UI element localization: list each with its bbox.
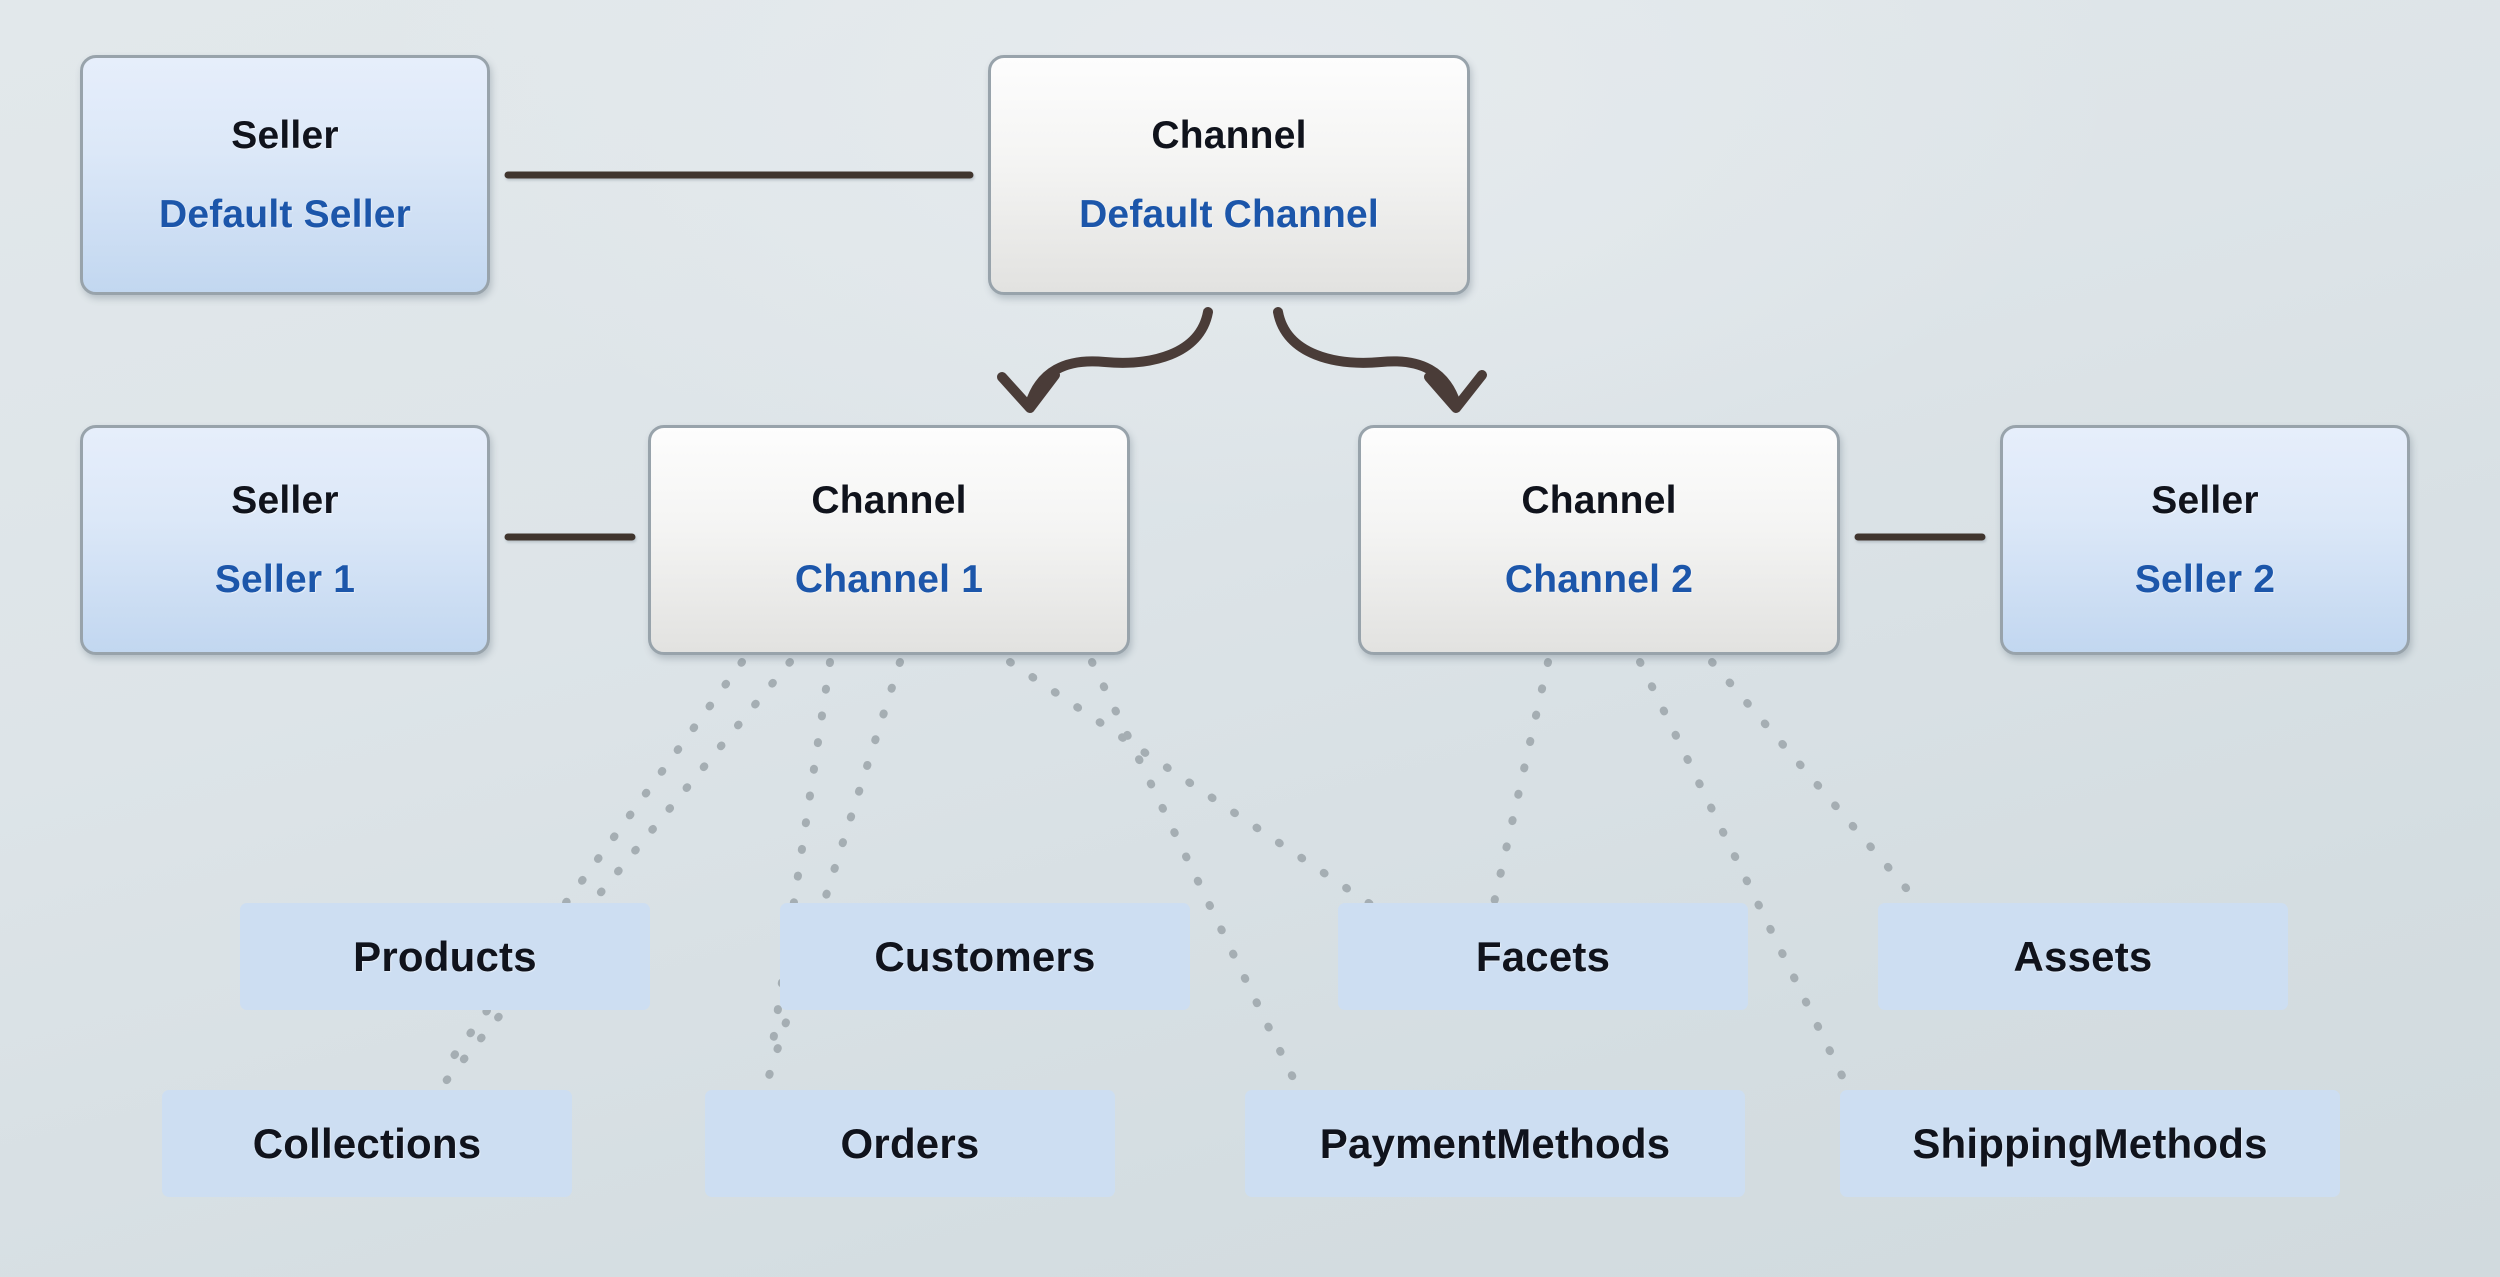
dotted-channel2-facets (1488, 658, 1552, 916)
arrow-head-channel-2 (1424, 370, 1487, 413)
entity-name-label: Default Seller (158, 193, 412, 236)
arrow-default-channel-to-channel-1 (1025, 307, 1213, 409)
entity-name-label: Channel 1 (794, 558, 984, 601)
entity-chip-facets[interactable]: Facets (1338, 903, 1748, 1010)
entity-chip-orders[interactable]: Orders (705, 1090, 1115, 1197)
dotted-channel2-assets (1708, 658, 1922, 906)
entity-type-label: Seller (231, 479, 339, 522)
arrow-head-channel-1 (997, 370, 1060, 413)
entity-name-label: Seller 2 (2134, 558, 2276, 601)
entity-type-label: Channel (1151, 114, 1307, 157)
entity-chip-assets[interactable]: Assets (1878, 903, 2288, 1010)
dotted-channel1-payment (1088, 658, 1302, 1092)
arrow-default-channel-to-channel-2 (1273, 307, 1461, 409)
entity-name-label: Seller 1 (214, 558, 356, 601)
dotted-channel1-collections (428, 658, 794, 1102)
dotted-channel1-orders (758, 658, 904, 1102)
entity-chip-shippingmethods[interactable]: ShippingMethods (1840, 1090, 2340, 1197)
entity-type-label: Seller (2151, 479, 2259, 522)
dotted-channel2-shipping (1636, 658, 1852, 1092)
entity-chip-customers[interactable]: Customers (780, 903, 1190, 1010)
entity-type-label: Channel (811, 479, 967, 522)
entity-name-label: Default Channel (1079, 193, 1379, 236)
entity-name-label: Channel 2 (1504, 558, 1694, 601)
entity-chip-products[interactable]: Products (240, 903, 650, 1010)
entity-type-label: Channel (1521, 479, 1677, 522)
entity-chip-paymentmethods[interactable]: PaymentMethods (1245, 1090, 1745, 1197)
dotted-channel1-facets (1006, 658, 1386, 916)
entity-type-label: Seller (231, 114, 339, 157)
entity-chip-collections[interactable]: Collections (162, 1090, 572, 1197)
